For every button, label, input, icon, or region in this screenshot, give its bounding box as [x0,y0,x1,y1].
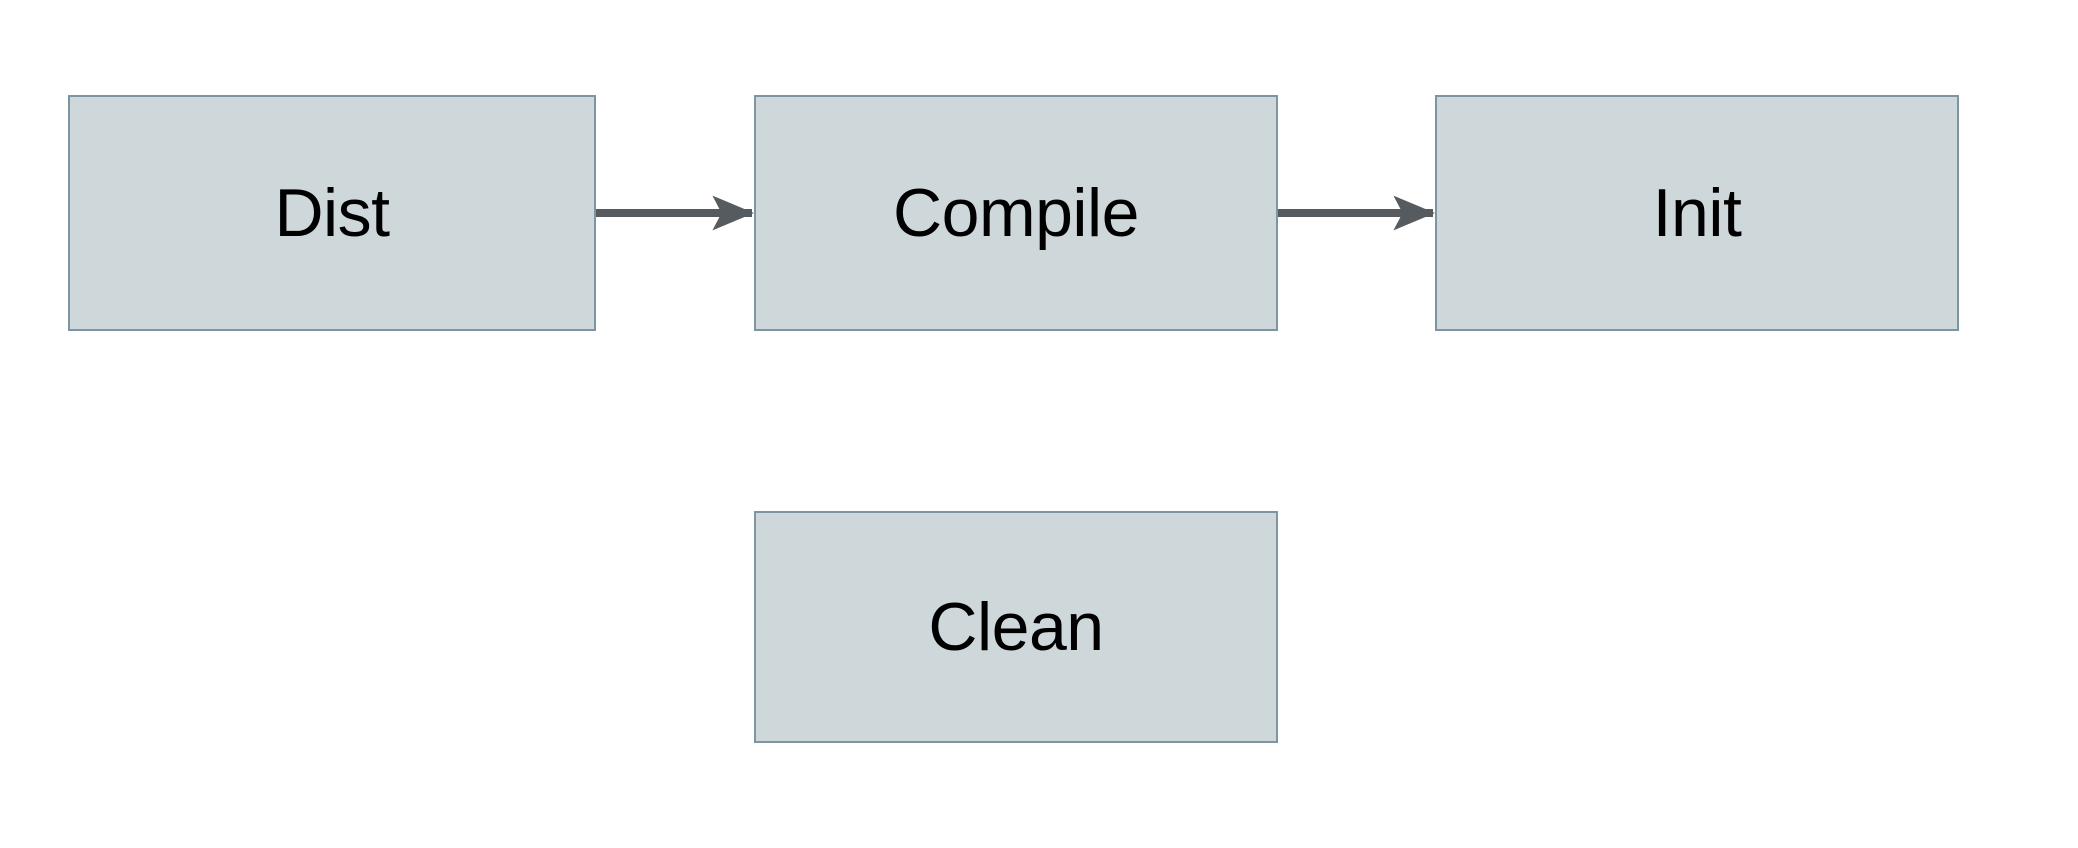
node-dist-label: Dist [274,175,390,251]
node-compile-label: Compile [893,175,1139,251]
node-init[interactable]: Init [1435,95,1959,331]
node-compile[interactable]: Compile [754,95,1278,331]
node-clean[interactable]: Clean [754,511,1278,743]
node-init-label: Init [1652,175,1742,251]
node-clean-label: Clean [928,589,1104,665]
node-dist[interactable]: Dist [68,95,596,331]
